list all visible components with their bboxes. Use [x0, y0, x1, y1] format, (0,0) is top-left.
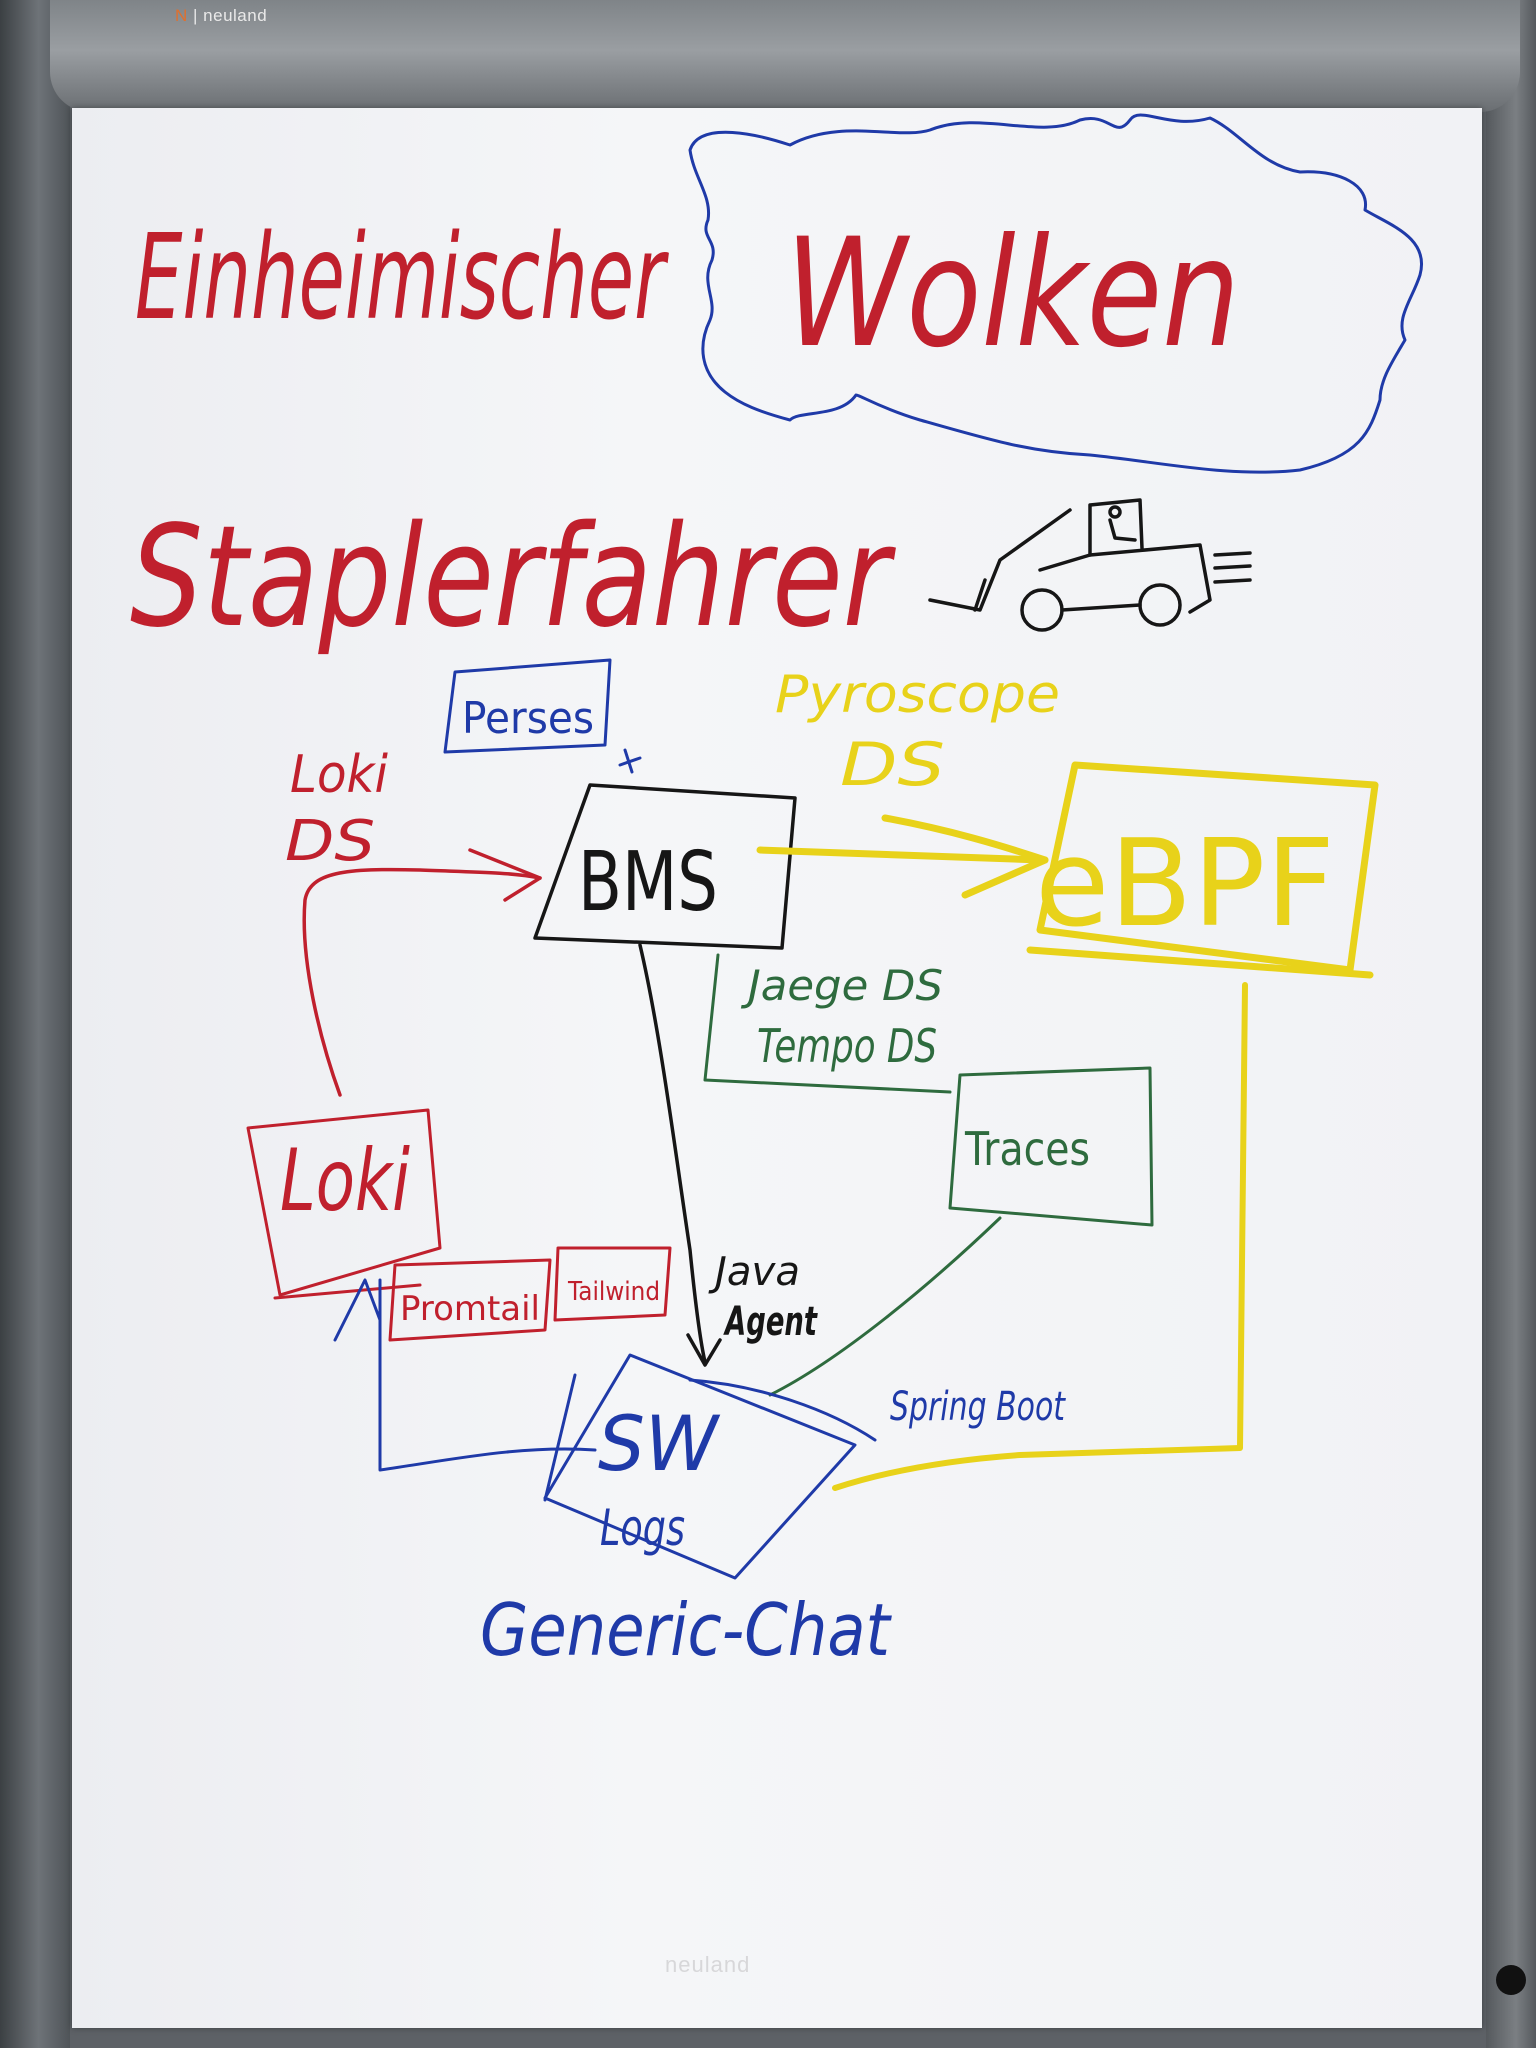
brand-mark-icon: N — [175, 6, 188, 25]
forklift-icon — [928, 498, 1252, 632]
flipchart-frame-right — [1486, 0, 1536, 2048]
loki-box — [246, 1108, 442, 1297]
node-promtail-label: Promtail — [400, 1289, 540, 1329]
flipchart-frame-left — [0, 0, 70, 2048]
line-traces-to-sw — [768, 1216, 1002, 1397]
node-perses-label: Perses — [462, 693, 594, 744]
cloud-shape — [688, 113, 1424, 474]
brand-name: neuland — [203, 6, 268, 25]
node-loki-label: Loki — [280, 1131, 410, 1231]
node-sw-label: SW — [598, 1399, 721, 1488]
perses-box — [443, 658, 612, 754]
frame-hole-icon — [1496, 1965, 1526, 1995]
node-ebpf-label: eBPF — [1035, 815, 1335, 954]
node-traces-label: Traces — [964, 1122, 1090, 1176]
ebpf-box — [1036, 761, 1379, 974]
arrow-bms-to-sw — [638, 943, 722, 1367]
line-ebpf-to-sw — [832, 982, 1248, 1491]
label-pyroscope-2: DS — [840, 730, 945, 800]
heading-staplerfahrer: Staplerfahrer — [130, 496, 896, 659]
node-small-box-label: Tailwind — [567, 1277, 660, 1307]
flipchart-top-bar: N | neuland — [50, 0, 1520, 112]
label-loki-ds-1: Loki — [290, 745, 389, 805]
small-box — [553, 1246, 672, 1322]
arrow-bms-to-ebpf — [756, 814, 1049, 899]
heading-einheimischer: Einheimischer — [135, 208, 669, 346]
label-loki-ds-2: DS — [285, 809, 375, 874]
label-spring-boot: Spring Boot — [890, 1384, 1066, 1430]
node-logs-label: Logs — [600, 1499, 685, 1557]
label-java-1: Java — [708, 1249, 800, 1295]
brand-logo: N | neuland — [175, 6, 268, 25]
arrow-loki-to-bms — [302, 848, 542, 1097]
bms-box — [533, 783, 797, 950]
label-pyroscope-1: Pyroscope — [775, 665, 1060, 725]
label-jaeger-ds: Jaege DS — [741, 961, 943, 1010]
label-generic-chat: Generic-Chat — [480, 1588, 892, 1672]
brand-watermark: neuland — [665, 1952, 751, 1977]
arrow-sw-to-promtail — [333, 1278, 597, 1472]
label-tempo-ds: Tempo DS — [757, 1019, 937, 1073]
line-bms-to-traces — [703, 953, 952, 1094]
label-java-2: Agent — [723, 1299, 818, 1345]
heading-wolken: Wolken — [785, 207, 1240, 381]
node-bms-label: BMS — [578, 835, 718, 930]
perses-connector — [618, 748, 642, 774]
traces-box — [948, 1066, 1154, 1227]
sw-box — [543, 1353, 857, 1580]
promtail-box — [388, 1258, 552, 1342]
